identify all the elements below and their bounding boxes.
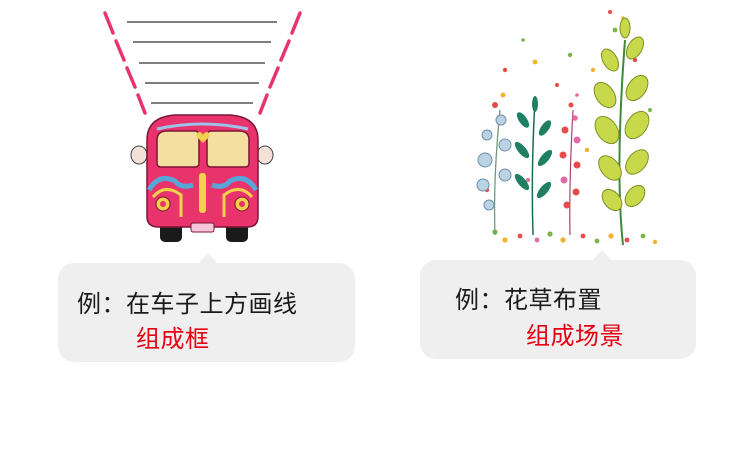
- frame-lines: [127, 21, 277, 104]
- scattered-dots: [484, 10, 658, 245]
- plant-red-berries: [559, 102, 581, 236]
- plant-blue-round-leaves: [476, 92, 512, 236]
- plant-yellow-green-leaves: [593, 17, 650, 246]
- frame-rays: [103, 11, 302, 115]
- right-caption-line2: 组成场景: [526, 322, 624, 350]
- right-speech-bubble: [420, 250, 696, 359]
- left-caption-line2: 组成框: [136, 325, 210, 353]
- right-caption-line1: 例：花草布置: [455, 286, 602, 314]
- plant-dark-green-leaves: [514, 96, 553, 236]
- flower-plants-illustration: [476, 10, 658, 246]
- van-with-frame-lines-illustration: [103, 11, 302, 242]
- left-caption-line1: 例：在车子上方画线: [77, 290, 298, 318]
- left-speech-bubble: [58, 253, 355, 362]
- van: [130, 114, 274, 242]
